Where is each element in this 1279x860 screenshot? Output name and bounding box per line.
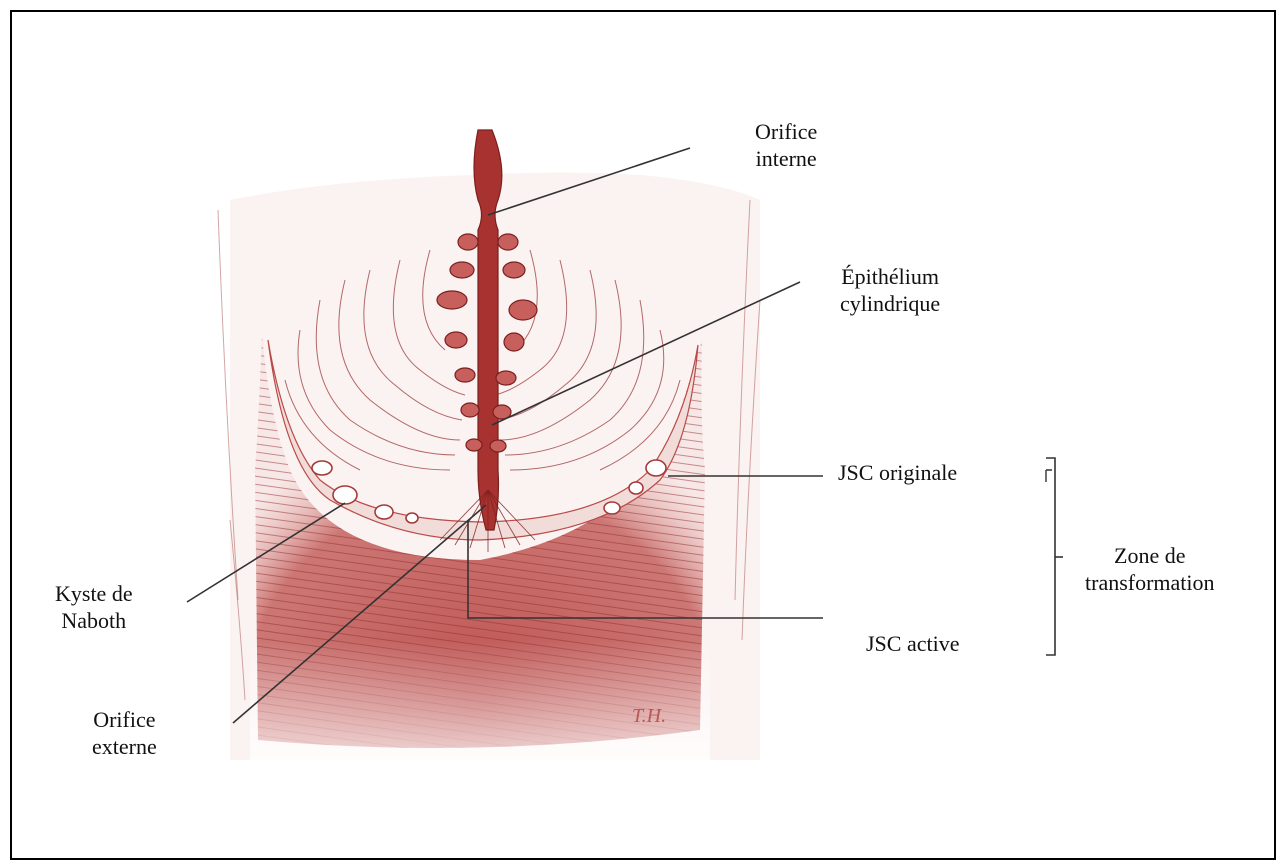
signature: T.H. [632, 705, 666, 727]
label-orifice-interne: Orifice interne [755, 118, 817, 172]
label-epithelium-cylindrique: Épithélium cylindrique [840, 263, 940, 317]
label-orifice-externe: Orifice externe [92, 706, 157, 760]
endocervical-canal [474, 130, 502, 530]
label-kyste-naboth: Kyste de Naboth [55, 580, 133, 634]
zone-bracket [1046, 458, 1055, 655]
label-jsc-active: JSC active [866, 630, 960, 657]
label-jsc-originale: JSC originale [838, 459, 957, 486]
label-zone-transformation: Zone de transformation [1085, 542, 1215, 596]
